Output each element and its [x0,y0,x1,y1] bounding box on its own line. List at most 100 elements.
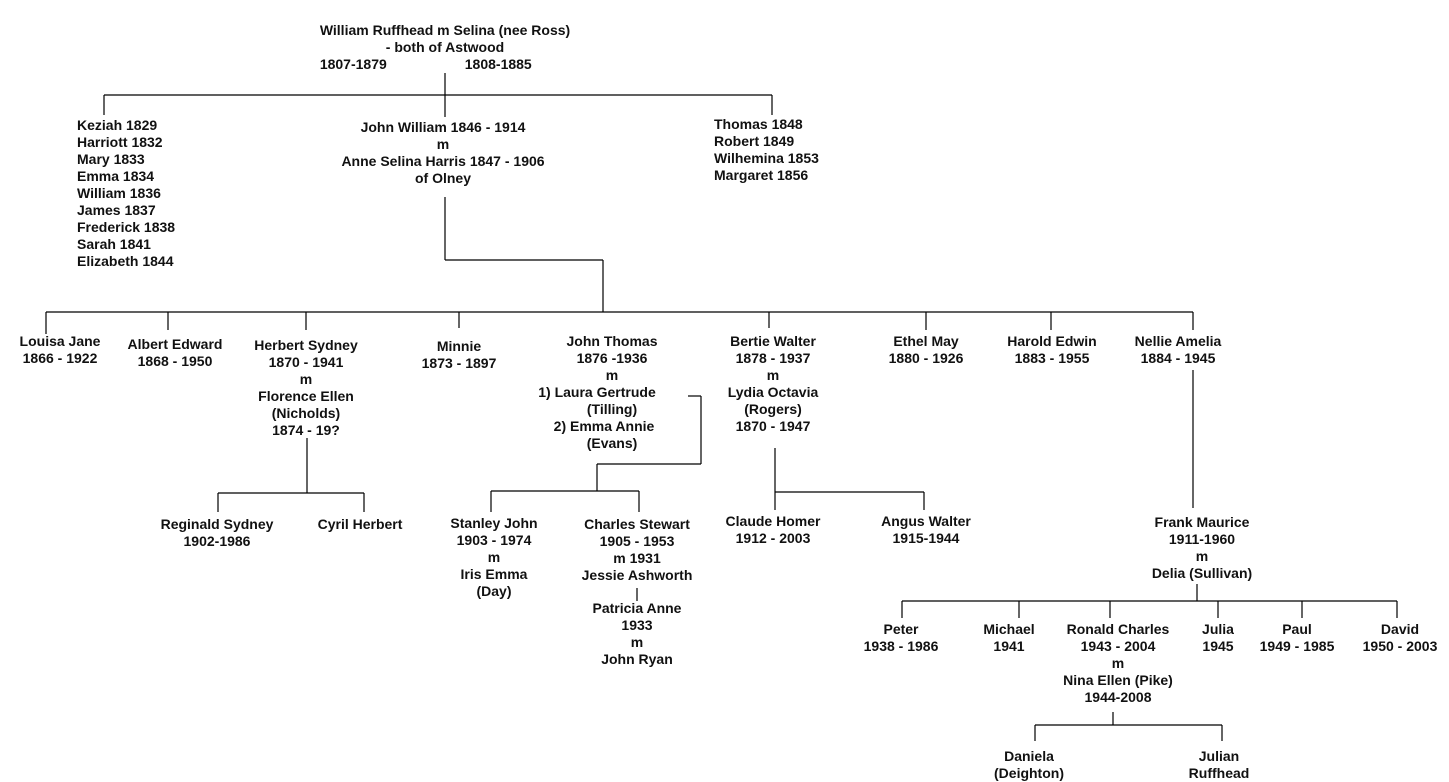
person-line: 1884 - 1945 [1140,350,1216,366]
marriage-mark: m [1111,655,1125,671]
person-ethel-may: Ethel May 1880 - 1926 [889,333,964,367]
marriage-mark: m [605,367,619,383]
person-line: John Ryan [601,651,673,667]
person-line: Nina Ellen (Pike) [1063,672,1173,688]
person-line: 1912 - 2003 [735,530,811,546]
john-william-name: John William 1846 - 1914 [360,119,526,135]
person-julian: Julian Ruffhead [1189,748,1250,782]
sibling-harriott: Harriott 1832 [77,134,163,150]
person-line: 1941 [993,638,1025,654]
john-william-couple: John William 1846 - 1914 m Anne Selina H… [341,119,544,187]
marriage-mark: m [299,371,313,387]
person-line: 1949 - 1985 [1259,638,1335,654]
person-line: 1905 - 1953 [599,533,675,549]
person-claude-homer: Claude Homer 1912 - 2003 [726,513,821,547]
person-line: 1880 - 1926 [888,350,964,366]
person-line: Frank Maurice [1154,514,1250,530]
person-stanley-john: Stanley John 1903 - 1974 m Iris Emma (Da… [450,515,537,600]
person-line: 1950 - 2003 [1362,638,1438,654]
person-line: Ruffhead [1188,765,1250,781]
root-wife-dates: 1808-1885 [464,56,532,72]
person-michael: Michael 1941 [983,621,1034,655]
person-line: 1938 - 1986 [863,638,939,654]
person-line: 1933 [621,617,653,633]
person-line: 1) Laura Gertrude [538,384,656,400]
person-line: Claude Homer [725,513,821,529]
person-line: (Nicholds) [271,405,341,421]
person-line: 1868 - 1950 [137,353,213,369]
right-siblings-list: Thomas 1848 Robert 1849 Wilhemina 1853 M… [714,116,819,184]
person-line: 1915-1944 [892,530,960,546]
person-line: Bertie Walter [730,333,816,349]
sibling-wilhemina: Wilhemina 1853 [714,150,819,166]
person-line: 1883 - 1955 [1014,350,1090,366]
person-line: m 1931 [613,550,661,566]
anne-selina-name: Anne Selina Harris 1847 - 1906 [341,153,545,169]
person-bertie-walter: Bertie Walter 1878 - 1937 m Lydia Octavi… [728,333,819,435]
person-julia: Julia 1945 [1202,621,1234,655]
person-line: 1876 -1936 [576,350,648,366]
person-reginald-sydney: Reginald Sydney 1902-1986 [161,516,274,550]
person-line: Iris Emma [460,566,528,582]
person-line: 1874 - 19? [272,422,340,438]
sibling-william: William 1836 [77,185,161,201]
person-line: Julia [1202,621,1234,637]
person-line: Stanley John [450,515,538,531]
root-husband-dates: 1807-1879 [319,56,387,72]
sibling-frederick: Frederick 1838 [77,219,176,235]
person-line: Angus Walter [881,513,971,529]
couple-place: of Olney [414,170,472,186]
root-dates: 1807-1879 1808-1885 [320,56,570,73]
person-line: (Day) [476,583,512,599]
marriage-mark: m [630,634,644,650]
person-harold-edwin: Harold Edwin 1883 - 1955 [1007,333,1096,367]
person-line: 1943 - 2004 [1080,638,1156,654]
person-line: (Deighton) [994,765,1064,781]
person-david: David 1950 - 2003 [1363,621,1438,655]
person-charles-stewart: Charles Stewart 1905 - 1953 m 1931 Jessi… [582,516,693,584]
person-line: 1866 - 1922 [22,350,98,366]
person-line: Patricia Anne [592,600,682,616]
person-line: Herbert Sydney [254,337,358,353]
person-patricia-anne: Patricia Anne 1933 m John Ryan [593,600,682,668]
person-line: 1902-1986 [183,533,251,549]
person-louisa-jane: Louisa Jane 1866 - 1922 [20,333,101,367]
person-paul: Paul 1949 - 1985 [1260,621,1335,655]
person-herbert-sydney: Herbert Sydney 1870 - 1941 m Florence El… [254,337,357,439]
person-line: (Tilling) [586,401,638,417]
person-daniela: Daniela (Deighton) [994,748,1064,782]
person-angus-walter: Angus Walter 1915-1944 [881,513,971,547]
person-line: (Evans) [586,435,638,451]
person-line: Daniela [1004,748,1054,764]
person-line: 1873 - 1897 [421,355,497,371]
person-line: 1911-1960 [1168,531,1236,547]
person-ronald-charles: Ronald Charles 1943 - 2004 m Nina Ellen … [1063,621,1173,706]
sibling-emma: Emma 1834 [77,168,155,184]
person-line: Paul [1282,621,1312,637]
person-line: (Rogers) [744,401,802,417]
sibling-elizabeth: Elizabeth 1844 [77,253,174,269]
person-line: 2) Emma Annie [553,418,655,434]
person-line: Lydia Octavia [727,384,819,400]
root-line1: William Ruffhead m Selina (nee Ross) [319,22,571,38]
person-line: Ronald Charles [1066,621,1170,637]
person-line: Florence Ellen [258,388,354,404]
person-line: Peter [883,621,919,637]
person-line: 1870 - 1941 [268,354,344,370]
person-line: Louisa Jane [19,333,101,349]
person-line: Albert Edward [127,336,223,352]
person-line: Nellie Amelia [1134,333,1222,349]
root-couple: William Ruffhead m Selina (nee Ross) - b… [320,22,570,73]
person-john-thomas: John Thomas 1876 -1936 m 1) Laura Gertru… [538,333,657,452]
marriage-mark: m [1195,548,1209,564]
person-line: 1870 - 1947 [735,418,811,434]
person-line: Michael [983,621,1035,637]
person-line: 1945 [1202,638,1234,654]
sibling-mary: Mary 1833 [77,151,145,167]
person-line: 1903 - 1974 [456,532,532,548]
person-line: 1878 - 1937 [735,350,811,366]
root-line2: - both of Astwood [385,39,505,55]
sibling-margaret: Margaret 1856 [714,167,809,183]
person-albert-edward: Albert Edward 1868 - 1950 [128,336,223,370]
